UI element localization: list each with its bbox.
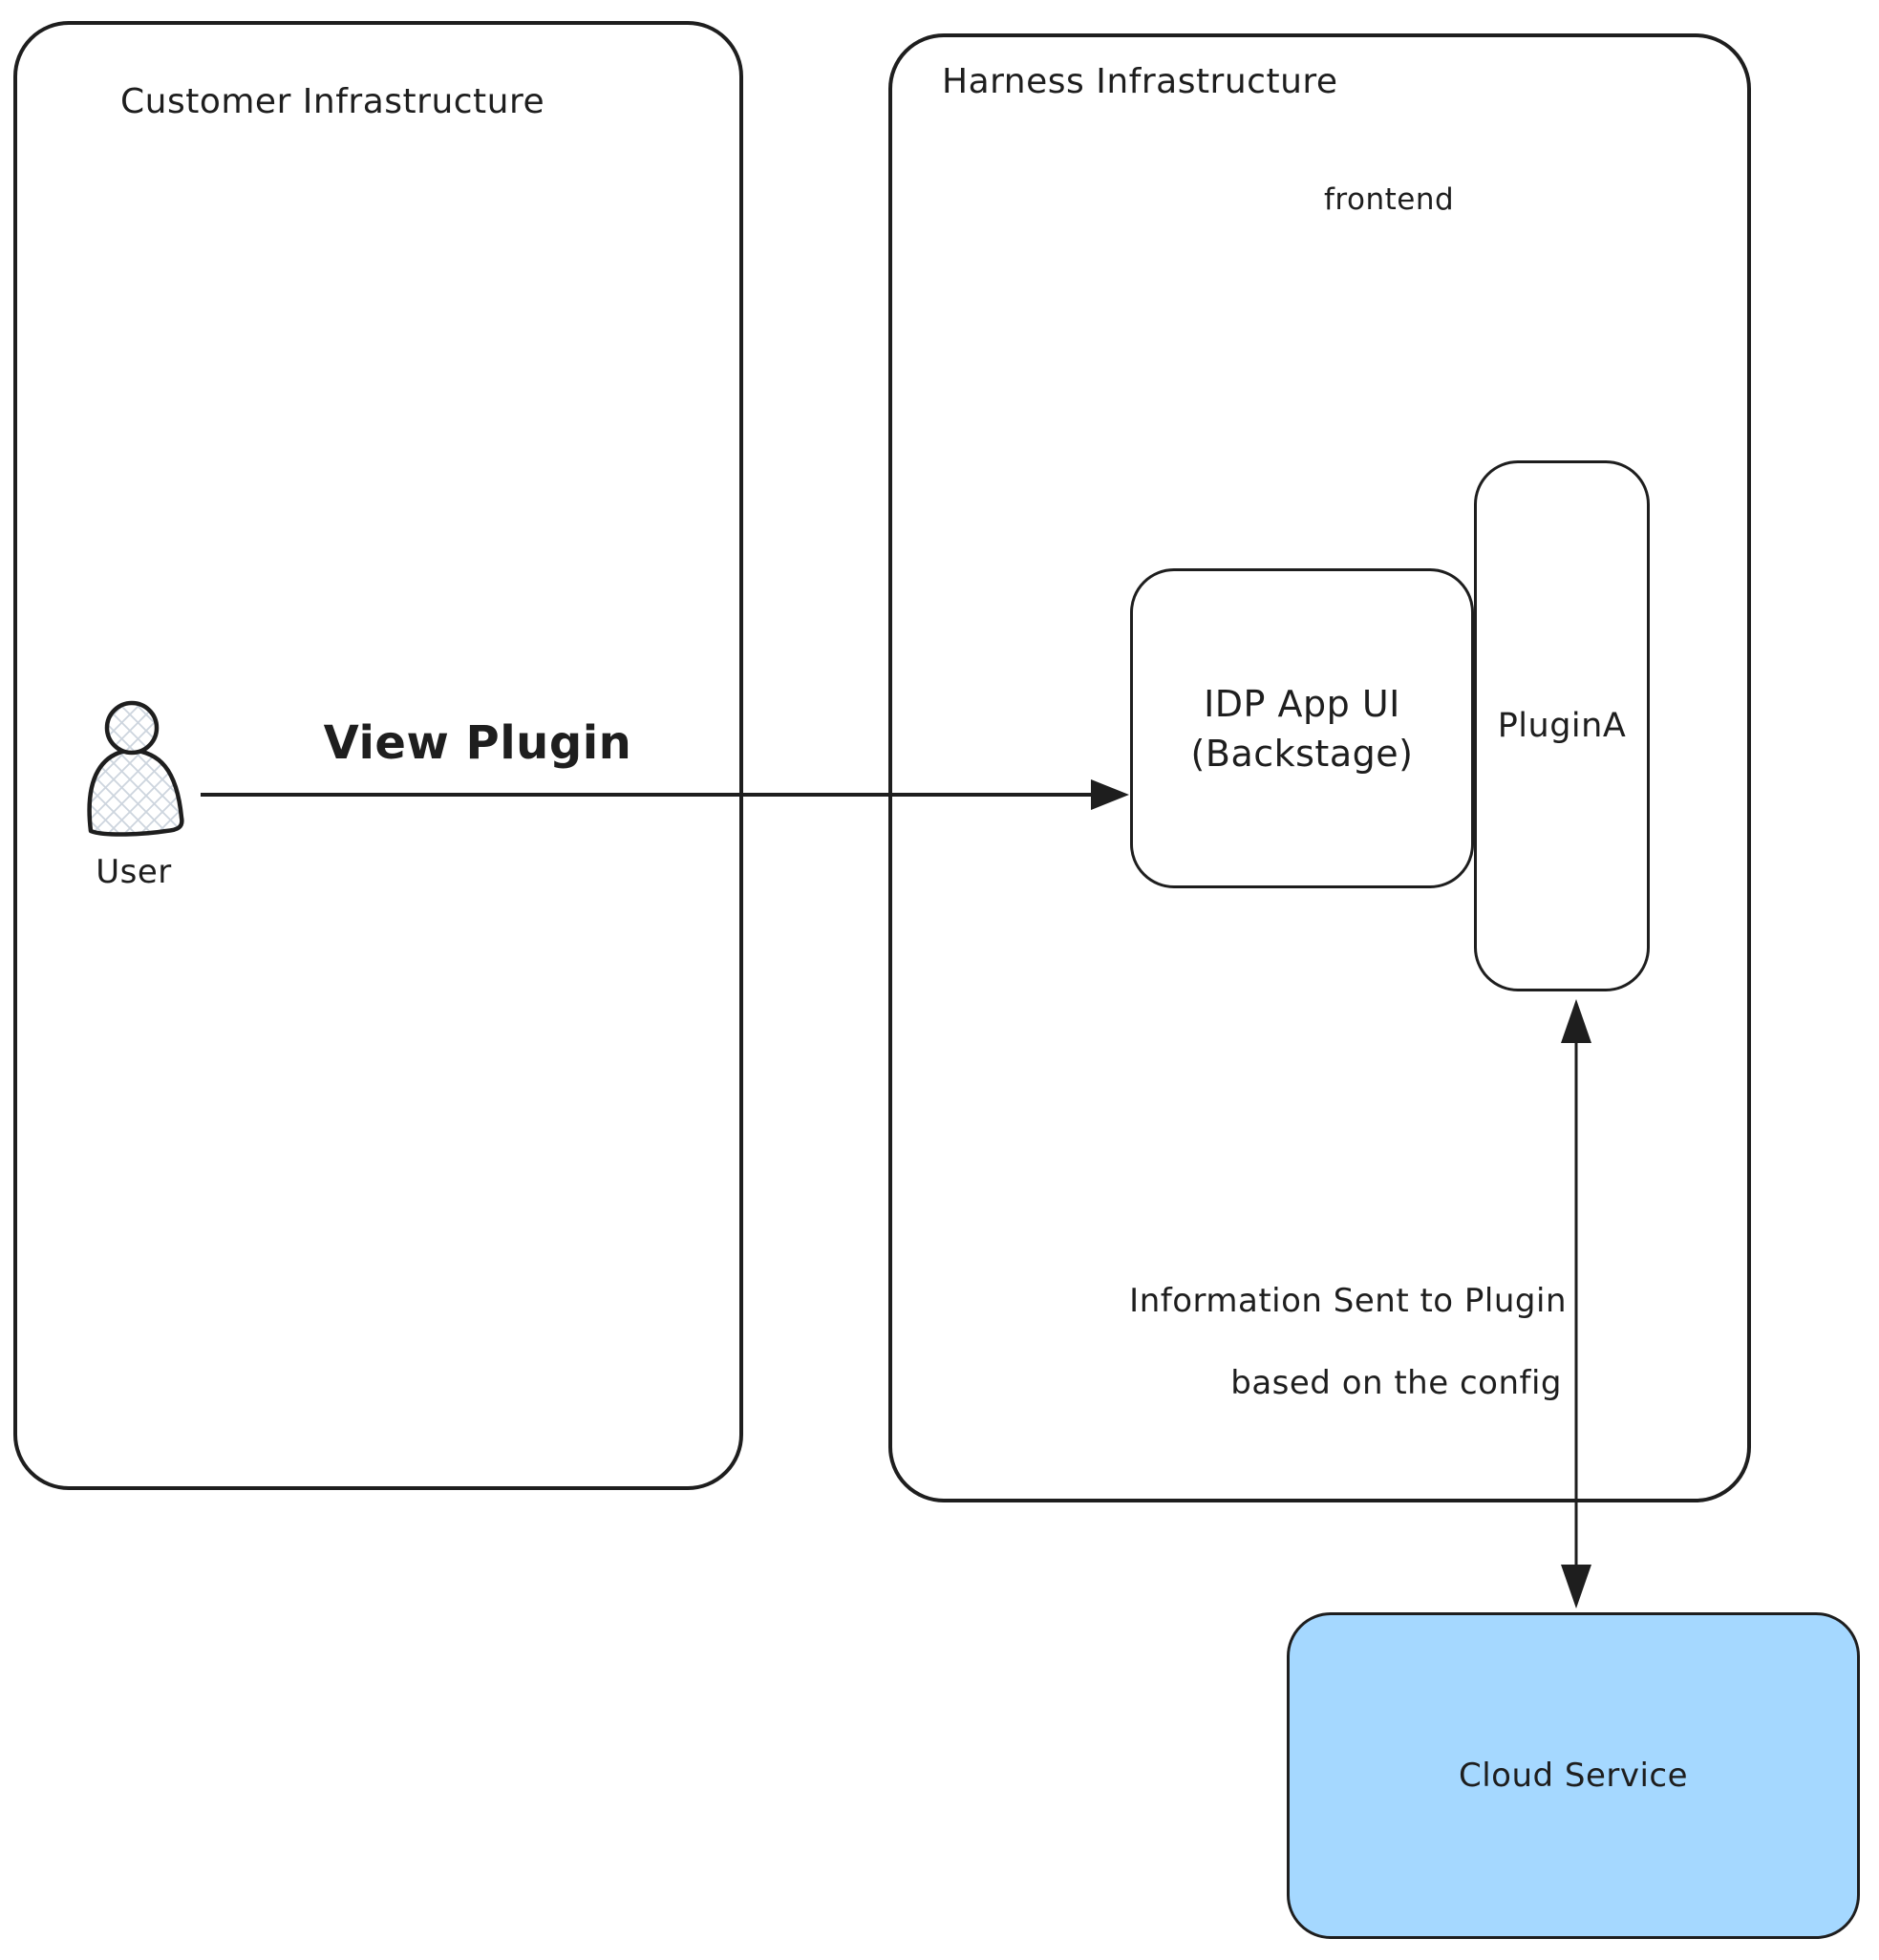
info-arrow-label-line1: Information Sent to Plugin (1129, 1282, 1567, 1320)
plugin-a-label-text: PluginA (1497, 707, 1627, 745)
plugin-cloud-arrowhead-down-icon (1561, 1565, 1591, 1608)
cloud-service-box: Cloud Service (1287, 1612, 1860, 1939)
customer-infrastructure-label: Customer Infrastructure (120, 82, 545, 121)
plugin-a-label: PluginA (1477, 463, 1647, 989)
frontend-label: frontend (1324, 182, 1455, 217)
cloud-service-label-text: Cloud Service (1458, 1757, 1689, 1795)
user-label: User (96, 853, 172, 891)
idp-app-ui-label-line2: (Backstage) (1190, 732, 1414, 775)
customer-infrastructure-box: Customer Infrastructure (13, 21, 743, 1490)
plugin-a-box: PluginA (1474, 460, 1650, 991)
info-arrow-label-line2: based on the config (1230, 1364, 1562, 1402)
idp-app-ui-box: IDP App UI (Backstage) (1130, 568, 1474, 888)
view-plugin-arrow-label: View Plugin (323, 716, 632, 770)
harness-infrastructure-label: Harness Infrastructure (942, 62, 1338, 101)
cloud-service-label: Cloud Service (1290, 1615, 1857, 1936)
idp-app-ui-label-line1: IDP App UI (1204, 682, 1400, 725)
harness-infrastructure-box: Harness Infrastructure frontend (888, 33, 1751, 1502)
idp-app-ui-label: IDP App UI (Backstage) (1133, 571, 1471, 885)
